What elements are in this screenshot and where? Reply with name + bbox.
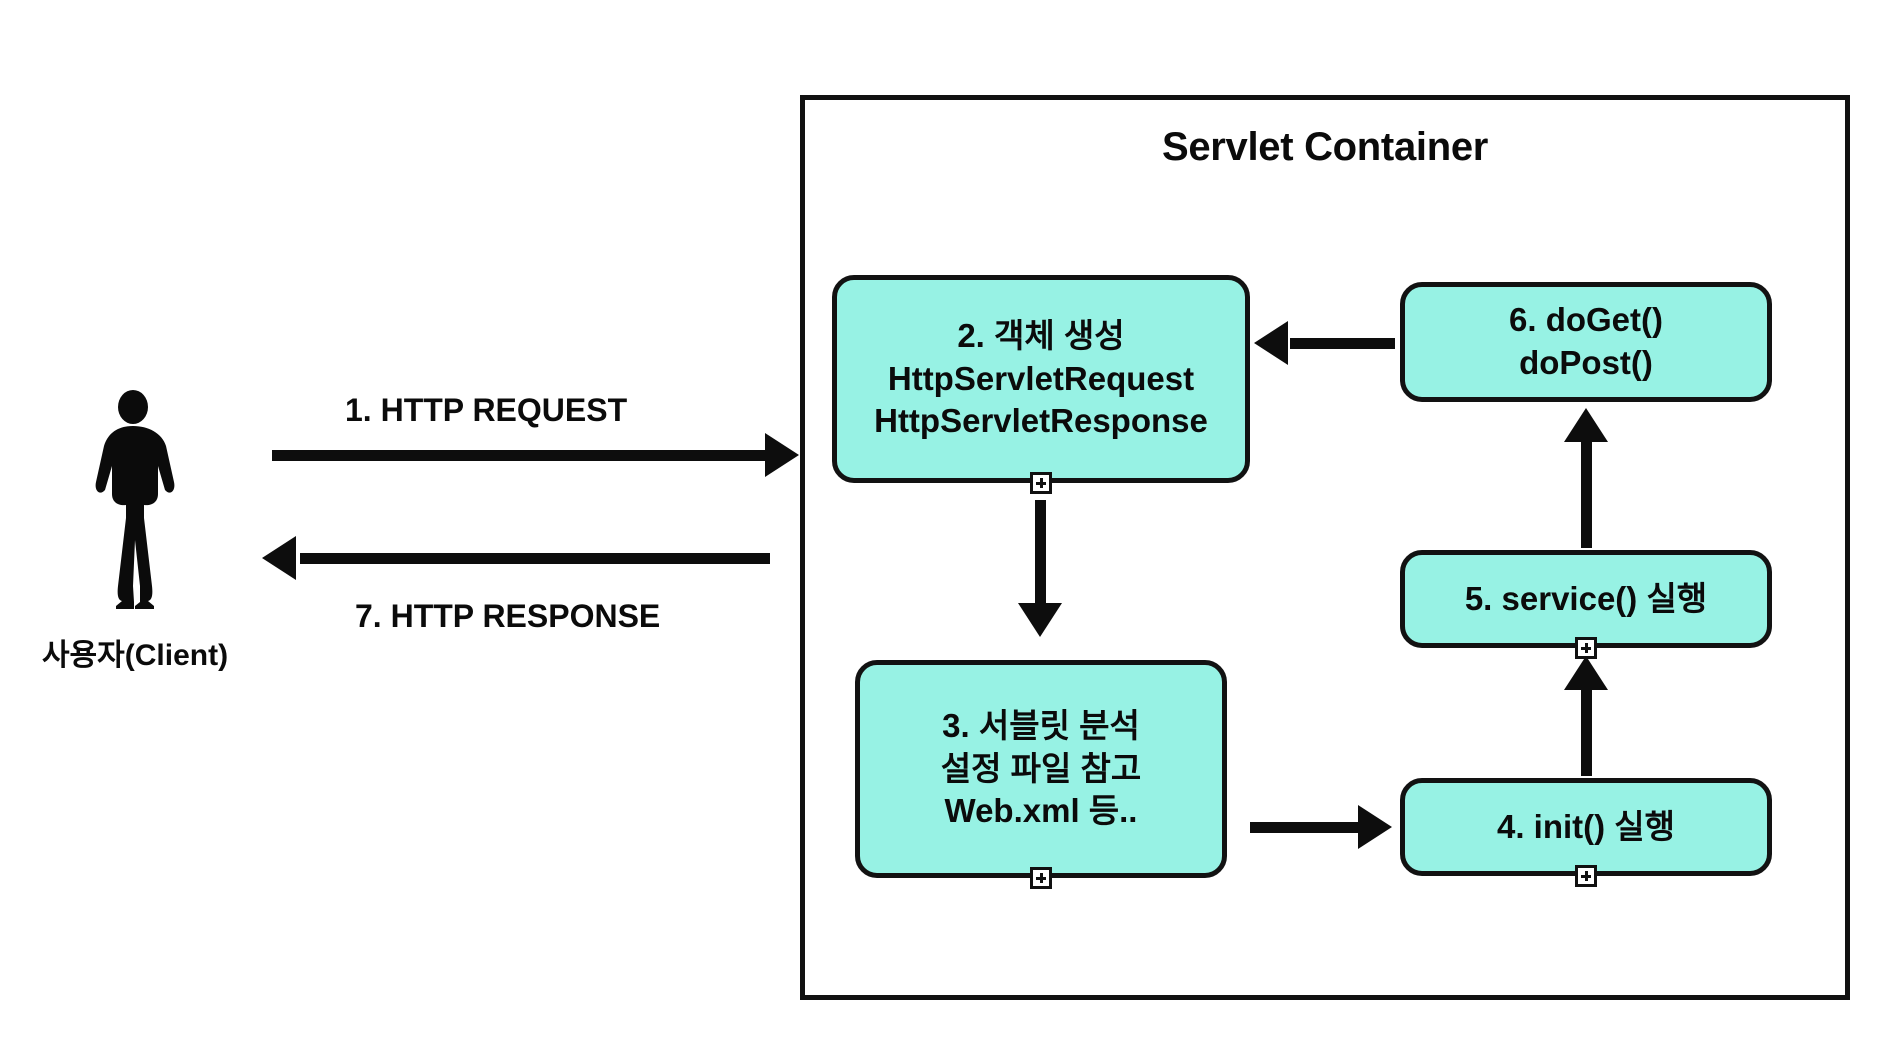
response-arrow-head xyxy=(262,536,296,580)
init-to-service-arrow-shaft xyxy=(1581,688,1592,776)
node-doget-label: 6. doGet() xyxy=(1509,301,1663,339)
flow-label-request: 1. HTTP REQUEST xyxy=(345,392,628,428)
node-servlet-analysis-line-1: 3. 서블릿 분석 xyxy=(942,706,1140,744)
node-init-label: 4. init() 실행 xyxy=(1496,807,1676,845)
service-to-doget-arrow-head xyxy=(1564,408,1608,442)
node-dopost-label: doPost() xyxy=(1519,344,1653,381)
expand-handle-servlet-analysis[interactable] xyxy=(1030,867,1052,889)
node-doget-dopost[interactable]: 6. doGet() doPost() xyxy=(1400,282,1772,402)
doget-to-create-arrow-shaft xyxy=(1290,338,1395,349)
node-init[interactable]: 4. init() 실행 xyxy=(1400,778,1772,876)
doget-to-create-arrow-head xyxy=(1254,321,1288,365)
node-servlet-analysis-line-2: 설정 파일 참고 xyxy=(940,749,1142,787)
person-silhouette-icon xyxy=(78,390,188,610)
node-servlet-analysis[interactable]: 3. 서블릿 분석 설정 파일 참고 Web.xml 등.. xyxy=(855,660,1227,878)
create-to-analyze-arrow-head xyxy=(1018,603,1062,637)
request-arrow-shaft xyxy=(272,450,767,461)
expand-handle-object-creation[interactable] xyxy=(1030,472,1052,494)
analyze-to-init-arrow-head xyxy=(1358,805,1392,849)
node-service[interactable]: 5. service() 실행 xyxy=(1400,550,1772,648)
node-object-creation-line-2: HttpServletRequest xyxy=(887,359,1195,397)
expand-handle-service[interactable] xyxy=(1575,637,1597,659)
servlet-container-title: Servlet Container xyxy=(1161,125,1489,169)
node-service-label: 5. service() 실행 xyxy=(1464,579,1708,617)
node-object-creation[interactable]: 2. 객체 생성 HttpServletRequest HttpServletR… xyxy=(832,275,1250,483)
service-to-doget-arrow-shaft xyxy=(1581,440,1592,548)
request-arrow-head xyxy=(765,433,799,477)
node-object-creation-line-1: 2. 객체 생성 xyxy=(957,316,1125,354)
response-arrow-shaft xyxy=(300,553,770,564)
analyze-to-init-arrow-shaft xyxy=(1250,822,1360,833)
servlet-container-frame xyxy=(800,95,1850,1000)
client-label: 사용자(Client) xyxy=(41,639,229,672)
node-object-creation-line-3: HttpServletResponse xyxy=(874,402,1208,440)
expand-handle-init[interactable] xyxy=(1575,865,1597,887)
create-to-analyze-arrow-shaft xyxy=(1035,500,1046,605)
init-to-service-arrow-head xyxy=(1564,656,1608,690)
node-servlet-analysis-line-3: Web.xml 등.. xyxy=(944,792,1138,830)
flow-label-response: 7. HTTP RESPONSE xyxy=(355,598,661,634)
